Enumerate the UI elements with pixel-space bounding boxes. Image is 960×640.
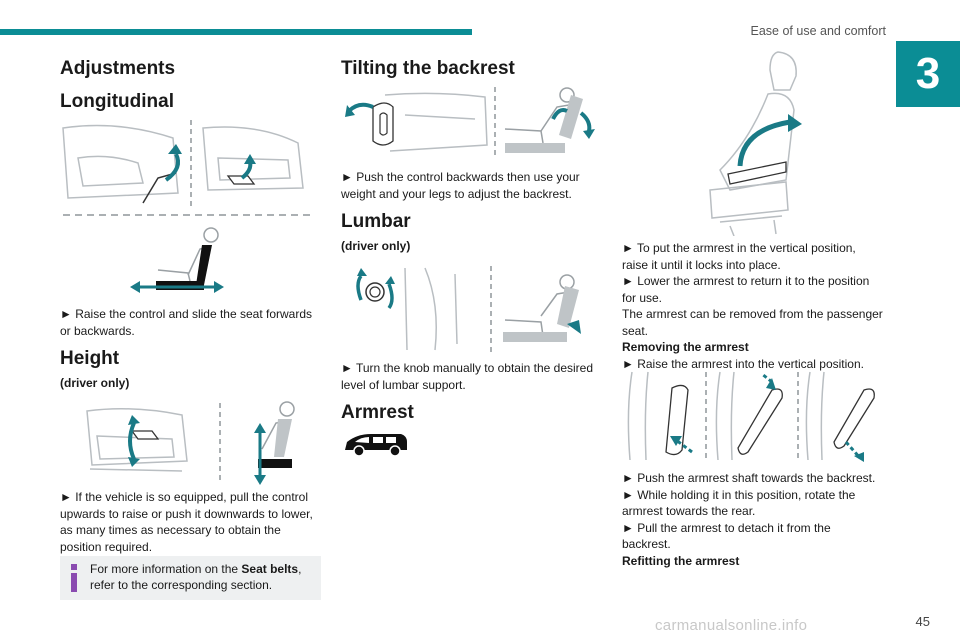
removing-armrest-title: Removing the armrest	[622, 340, 749, 354]
header-accent-bar	[0, 29, 472, 35]
section-title: Ease of use and comfort	[750, 24, 887, 38]
height-instructions: ► If the vehicle is so equipped, pull th…	[60, 490, 313, 554]
info-icon	[71, 564, 77, 592]
armrest-vertical-figure	[690, 50, 810, 236]
armrest-heading: Armrest	[341, 402, 414, 423]
info-box: For more information on the Seat belts, …	[60, 556, 321, 600]
refitting-armrest-title: Refitting the armrest	[622, 553, 740, 568]
seat-belts-reference: Seat belts	[241, 562, 299, 576]
longitudinal-instructions: ► Raise the control and slide the seat f…	[60, 307, 313, 338]
adjustments-heading: Adjustments	[60, 58, 176, 79]
height-subtitle: (driver only)	[60, 376, 130, 390]
height-heading: Height	[60, 348, 120, 369]
tilting-backrest-heading: Tilting the backrest	[341, 58, 515, 79]
lumbar-heading: Lumbar	[341, 211, 411, 232]
height-seat-figure	[82, 401, 312, 487]
page-number: 45	[915, 614, 930, 629]
lumbar-figure	[345, 264, 595, 356]
lumbar-instructions: ► Turn the knob manually to obtain the d…	[341, 361, 594, 392]
tilting-instructions: ► Push the control backwards then use yo…	[341, 170, 580, 201]
info-text: For more information on the Seat belts, …	[90, 562, 302, 592]
chapter-tab: 3	[896, 41, 960, 107]
tilting-backrest-figure	[345, 85, 603, 163]
vehicle-icon	[343, 430, 409, 458]
armrest-instructions: ► To put the armrest in the vertical pos…	[622, 240, 897, 372]
armrest-removal-figure	[622, 370, 884, 464]
longitudinal-seat-figure	[58, 118, 318, 218]
lumbar-subtitle: (driver only)	[341, 239, 411, 253]
armrest-detach-instructions: ► Push the armrest shaft towards the bac…	[622, 470, 897, 569]
longitudinal-person-figure	[128, 225, 228, 297]
longitudinal-heading: Longitudinal	[60, 91, 174, 112]
watermark: carmanualsonline.info	[655, 617, 808, 634]
